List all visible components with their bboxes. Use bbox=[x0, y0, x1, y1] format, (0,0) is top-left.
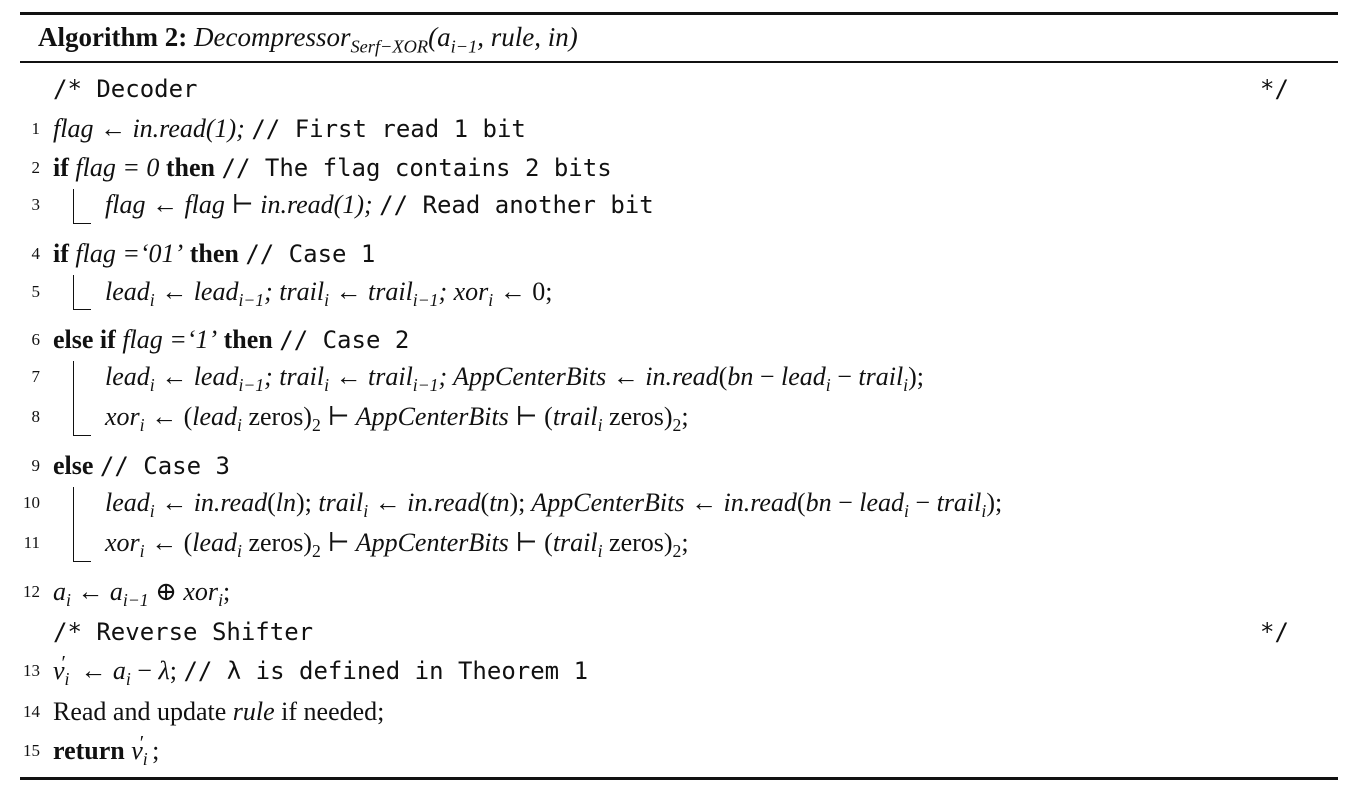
line-number: 6 bbox=[31, 330, 41, 349]
line-9-comment: // Case 3 bbox=[99, 452, 230, 480]
line-content: flag ← in.read(1); // First read 1 bit bbox=[53, 111, 526, 147]
line-3-expression: flag ← flag ⊢ in.read(1); bbox=[105, 190, 373, 219]
keyword-else-if: else if bbox=[53, 325, 116, 354]
comment-reverse-shifter: /* Reverse Shifter bbox=[53, 618, 314, 646]
line-14-text-post: if needed; bbox=[281, 697, 385, 726]
algorithm-params-open: (a bbox=[428, 22, 451, 52]
line-number: 9 bbox=[31, 456, 41, 475]
keyword-else: else bbox=[53, 451, 94, 480]
code-line-10: 10 leadi ← in.read(ln); traili ← in.read… bbox=[0, 485, 1350, 521]
line-content: if flag = 0 then // The flag contains 2 … bbox=[53, 150, 612, 186]
line-14-variable: rule bbox=[232, 697, 275, 726]
code-line-1: 1 flag ← in.read(1); // First read 1 bit bbox=[0, 111, 1350, 147]
line-content: if flag =‘01’ then // Case 1 bbox=[53, 236, 375, 272]
line-number: 4 bbox=[31, 244, 41, 263]
code-line-9: 9 else // Case 3 bbox=[0, 448, 1350, 484]
line-content: else if flag =‘1’ then // Case 2 bbox=[53, 322, 409, 358]
block-bar-line-3 bbox=[73, 189, 91, 224]
line-number: 8 bbox=[31, 407, 41, 426]
line-content: Read and update rule if needed; bbox=[53, 694, 384, 730]
line-number: 3 bbox=[31, 195, 41, 214]
line-1-expression: flag ← in.read(1); bbox=[53, 114, 245, 143]
line-4-comment: // Case 1 bbox=[245, 240, 376, 268]
comment-decoder-end: */ bbox=[1260, 75, 1289, 103]
comment-line-reverse-shifter: /* Reverse Shifter */ bbox=[0, 614, 1350, 650]
line-number: 2 bbox=[31, 158, 41, 177]
algorithm-title: Algorithm 2: DecompressorSerf−XOR(ai−1, … bbox=[38, 17, 578, 57]
code-line-14: 14 Read and update rule if needed; bbox=[0, 694, 1350, 730]
keyword-if: if bbox=[53, 153, 69, 182]
line-content: leadi ← in.read(ln); traili ← in.read(tn… bbox=[105, 488, 1003, 522]
code-line-6: 6 else if flag =‘1’ then // Case 2 bbox=[0, 322, 1350, 358]
comment-reverse-shifter-end: */ bbox=[1260, 618, 1289, 646]
line-number: 1 bbox=[31, 119, 41, 138]
line-3-comment: // Read another bit bbox=[379, 191, 654, 219]
line-content: xori ← (leadi zeros)2 ⊢ AppCenterBits ⊢ … bbox=[105, 402, 689, 436]
comment-line-decoder: /* Decoder */ bbox=[0, 71, 1350, 107]
line-content: leadi ← leadi−1; traili ← traili−1; xori… bbox=[105, 277, 553, 311]
bottom-rule bbox=[20, 777, 1338, 780]
comment-decoder: /* Decoder bbox=[53, 75, 198, 103]
code-line-15: 15 return vi′; bbox=[0, 732, 1350, 770]
algorithm-params-subscript: i−1 bbox=[450, 36, 478, 57]
code-line-7: 7 leadi ← leadi−1; traili ← traili−1; Ap… bbox=[0, 359, 1350, 395]
line-content: ai ← ai−1 ⊕ xori; bbox=[53, 577, 231, 611]
block-bar-case-3 bbox=[73, 487, 91, 562]
line-content: xori ← (leadi zeros)2 ⊢ AppCenterBits ⊢ … bbox=[105, 528, 689, 562]
line-content: else // Case 3 bbox=[53, 448, 230, 484]
code-line-13: 13 vi′ ← ai − λ; // λ is defined in Theo… bbox=[0, 652, 1350, 690]
keyword-return: return bbox=[53, 736, 125, 765]
line-content: vi′ ← ai − λ; // λ is defined in Theorem… bbox=[53, 652, 589, 690]
line-number: 5 bbox=[31, 282, 41, 301]
line-content: leadi ← leadi−1; traili ← traili−1; AppC… bbox=[105, 362, 924, 396]
algorithm-name: Decompressor bbox=[193, 22, 351, 52]
algorithm-name-subscript: Serf−XOR bbox=[350, 36, 429, 57]
line-number: 7 bbox=[31, 367, 41, 386]
code-line-5: 5 leadi ← leadi−1; traili ← traili−1; xo… bbox=[0, 274, 1350, 310]
line-number: 10 bbox=[23, 493, 40, 512]
code-line-8: 8 xori ← (leadi zeros)2 ⊢ AppCenterBits … bbox=[0, 399, 1350, 435]
line-13-comment: // λ is defined in Theorem 1 bbox=[183, 657, 589, 685]
line-6-comment: // Case 2 bbox=[279, 326, 410, 354]
line-number: 14 bbox=[23, 702, 40, 721]
top-rule bbox=[20, 12, 1338, 15]
keyword-then: then bbox=[189, 239, 239, 268]
code-line-4: 4 if flag =‘01’ then // Case 1 bbox=[0, 236, 1350, 272]
line-2-condition: flag = 0 bbox=[75, 153, 160, 182]
code-line-2: 2 if flag = 0 then // The flag contains … bbox=[0, 150, 1350, 186]
block-bar-case-2 bbox=[73, 361, 91, 436]
keyword-then: then bbox=[223, 325, 273, 354]
line-2-comment: // The flag contains 2 bits bbox=[221, 154, 612, 182]
code-line-3: 3 flag ← flag ⊢ in.read(1); // Read anot… bbox=[0, 187, 1350, 223]
line-content: flag ← flag ⊢ in.read(1); // Read anothe… bbox=[105, 187, 654, 223]
title-rule bbox=[20, 61, 1338, 63]
algorithm-params-rest: , rule, in) bbox=[477, 22, 578, 52]
keyword-if: if bbox=[53, 239, 69, 268]
code-line-11: 11 xori ← (leadi zeros)2 ⊢ AppCenterBits… bbox=[0, 525, 1350, 561]
algorithm-label: Algorithm 2: bbox=[38, 22, 188, 52]
line-content: return vi′; bbox=[53, 732, 160, 770]
block-bar-case-1 bbox=[73, 275, 91, 310]
line-number: 15 bbox=[23, 741, 40, 760]
line-1-comment: // First read 1 bit bbox=[251, 115, 526, 143]
line-number: 11 bbox=[23, 533, 40, 552]
line-14-text-pre: Read and update bbox=[53, 697, 227, 726]
line-number: 13 bbox=[23, 661, 40, 680]
code-line-12: 12 ai ← ai−1 ⊕ xori; bbox=[0, 574, 1350, 610]
line-6-condition: flag =‘1’ bbox=[122, 325, 218, 354]
keyword-then: then bbox=[165, 153, 216, 182]
line-number: 12 bbox=[23, 582, 40, 601]
line-4-condition: flag =‘01’ bbox=[75, 239, 184, 268]
